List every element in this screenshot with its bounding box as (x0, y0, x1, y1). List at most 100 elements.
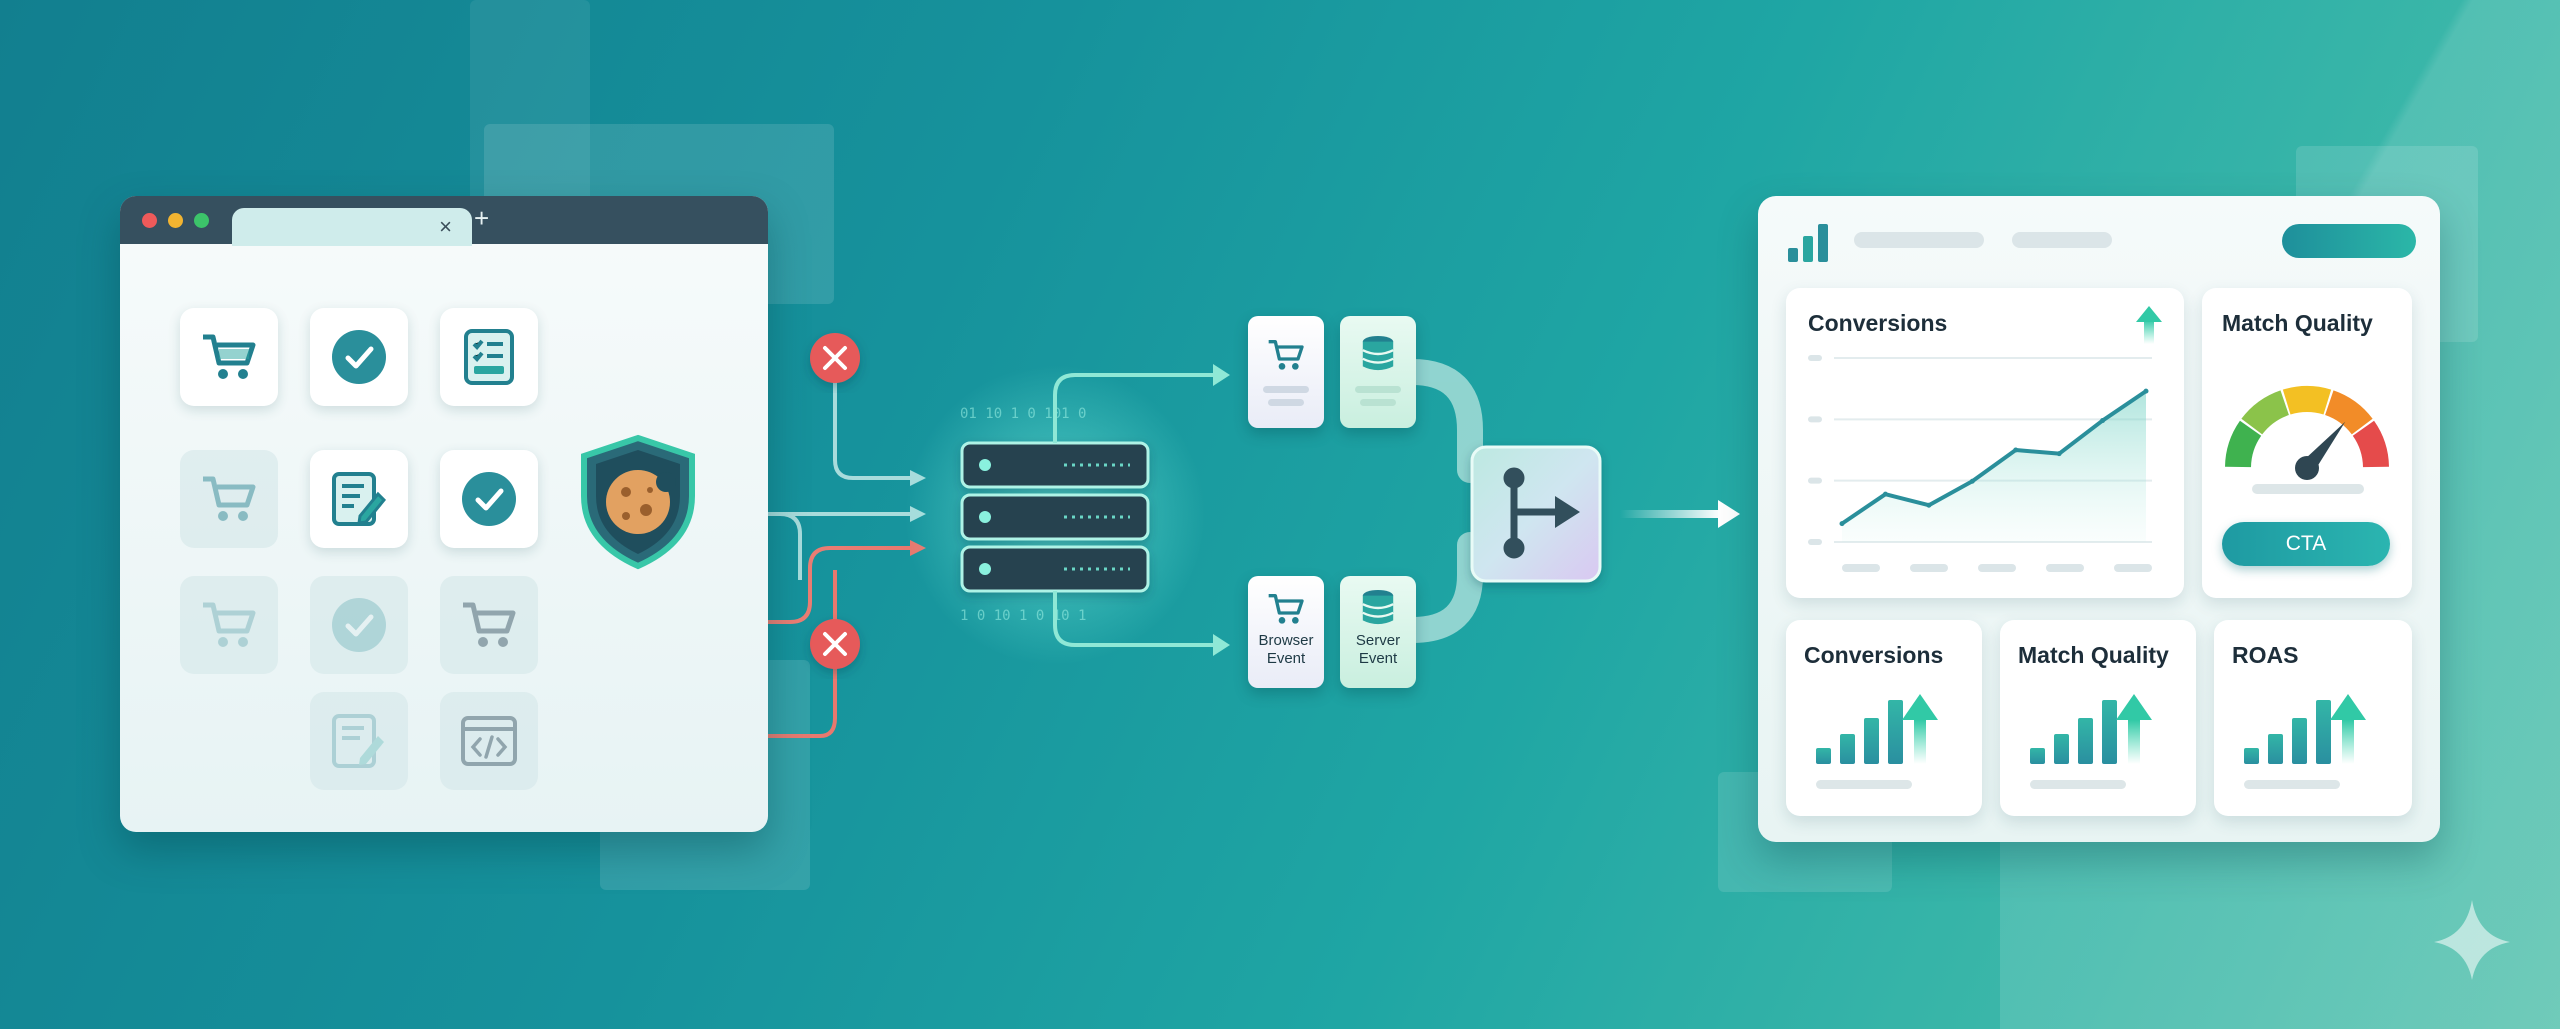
x-tick-placeholder (1978, 564, 2016, 572)
x-icon (810, 333, 860, 383)
server-event-label: Server Event (1355, 632, 1401, 667)
gauge-segment (2325, 390, 2373, 435)
roas-card: ROAS (2214, 620, 2412, 816)
conversions-bars (1816, 694, 1938, 789)
placeholder-line (1355, 386, 1401, 393)
code-tile-faded (440, 692, 538, 790)
browser-event-card: Browser Event (1248, 576, 1324, 688)
new-tab-icon[interactable]: + (474, 203, 490, 233)
browser-tab[interactable]: × (232, 208, 472, 246)
minimize-window-dot[interactable] (168, 213, 183, 228)
mini-bar (1888, 700, 1903, 764)
cta-button[interactable]: CTA (2222, 522, 2390, 566)
gauge-segment (2282, 386, 2332, 415)
y-tick-placeholder (1808, 539, 1822, 545)
gauge-segment (2241, 390, 2289, 435)
mini-bar (2292, 718, 2307, 764)
check-icon (332, 330, 386, 384)
output-line (1053, 591, 1215, 647)
edit-tile-faded (310, 692, 408, 790)
gauge-placeholder-line (2252, 484, 2364, 494)
match-quality-title: Match Quality (2222, 310, 2373, 336)
placeholder-line (2244, 780, 2340, 789)
merge-connectors (1399, 359, 1483, 643)
up-arrow-shaft (2342, 720, 2354, 764)
output-heads (1213, 364, 1230, 656)
blocked-line (540, 570, 837, 738)
close-window-dot[interactable] (142, 213, 157, 228)
tab-close-icon[interactable]: × (439, 214, 452, 239)
x-tick-placeholder (1910, 564, 1948, 572)
match-quality-card-title: Match Quality (2018, 642, 2169, 668)
merge-arrow (1555, 496, 1580, 528)
gauge-segment (2352, 420, 2389, 468)
check-icon (332, 598, 386, 652)
data-point (1882, 491, 1888, 497)
cart-tile (180, 308, 278, 406)
cart-icon (203, 602, 256, 647)
up-arrow-icon (2136, 306, 2162, 344)
placeholder-line (1816, 780, 1912, 789)
code-window-icon (461, 716, 517, 766)
cart-icon (203, 334, 256, 379)
conversions-card: Conversions (1786, 620, 1982, 816)
x-tick-placeholder (2114, 564, 2152, 572)
check-tile-faded (310, 576, 408, 674)
sparkle-icon (2434, 900, 2510, 980)
output-line (1053, 373, 1215, 443)
mini-bar (2078, 718, 2093, 764)
roas-card-title: ROAS (2232, 642, 2299, 668)
cart-icon (203, 476, 256, 521)
series-line (1840, 389, 2148, 526)
match-quality-panel: Match Quality CTA (2202, 288, 2412, 598)
up-arrow-icon (2330, 694, 2366, 720)
cart-tile-faded (440, 576, 538, 674)
merge-connector (1399, 532, 1483, 643)
merge-connector (1399, 359, 1483, 483)
edit-document-icon (332, 714, 384, 768)
arrow-head (1213, 634, 1230, 656)
placeholder-line (1360, 399, 1396, 406)
allowed-line (760, 512, 802, 580)
dashboard-arrow-head (1718, 500, 1740, 528)
mini-bar (2030, 748, 2045, 764)
data-point (2056, 451, 2062, 457)
mini-bar (2102, 700, 2117, 764)
roas-bars (2244, 694, 2366, 789)
browser-window: × + (120, 196, 768, 832)
header-placeholder (1854, 232, 1984, 248)
x-tick-placeholder (1842, 564, 1880, 572)
check-tile (310, 308, 408, 406)
binary-digits: 01 10 1 0 101 0 (960, 406, 1086, 422)
up-arrow-icon (2116, 694, 2152, 720)
data-point (1839, 521, 1845, 527)
check-icon (462, 472, 516, 526)
cart-icon (463, 602, 516, 647)
browser-event-card-top (1248, 316, 1324, 428)
y-tick-placeholder (1808, 355, 1822, 361)
header-action-button[interactable] (2282, 224, 2416, 258)
mini-bar (2316, 700, 2331, 764)
maximize-window-dot[interactable] (194, 213, 209, 228)
conversions-chart-panel: Conversions (1786, 288, 2184, 598)
browser-title-bar: × + (120, 196, 768, 246)
blocked-line (540, 546, 915, 624)
checklist-icon (464, 329, 514, 385)
conversions-chart-title: Conversions (1808, 310, 1948, 336)
placeholder-line (2030, 780, 2126, 789)
mini-bar (1864, 718, 1879, 764)
cart-tile-faded (180, 576, 278, 674)
up-arrow-shaft (1914, 720, 1926, 764)
edit-document-icon (332, 472, 387, 526)
cookie-shield-icon (581, 434, 695, 570)
match-quality-card: Match Quality (2000, 620, 2196, 816)
dashboard-arrow-shaft (1620, 510, 1720, 518)
data-point (2143, 388, 2149, 394)
arrow-head (1213, 364, 1230, 386)
database-icon (1362, 589, 1394, 625)
conversions-card-title: Conversions (1804, 642, 1944, 668)
blocked-arrow-line (833, 358, 910, 480)
data-point (2013, 447, 2019, 453)
x-tick-placeholder (2046, 564, 2084, 572)
